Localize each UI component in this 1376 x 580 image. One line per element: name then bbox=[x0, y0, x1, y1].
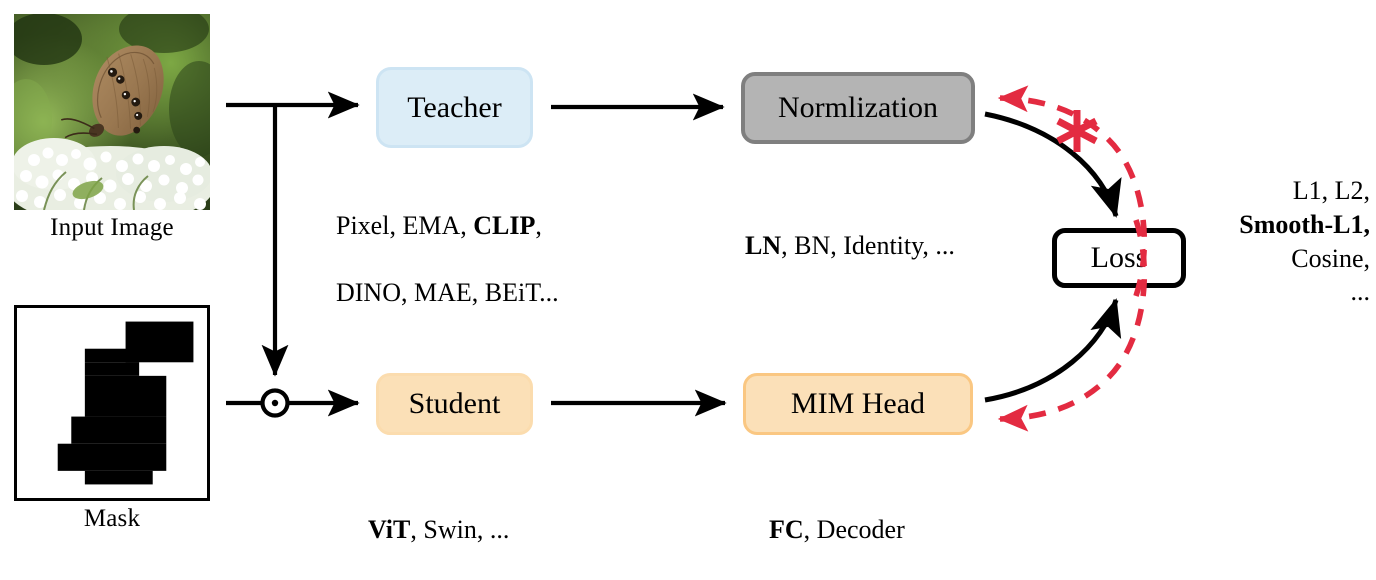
mim-opt-fc: FC bbox=[769, 515, 804, 545]
node-loss[interactable]: Loss bbox=[1052, 228, 1186, 288]
mask-caption: Mask bbox=[83, 505, 141, 532]
node-mim-head-label: MIM Head bbox=[790, 387, 926, 420]
loss-opt-line3: Cosine, bbox=[1291, 243, 1370, 273]
student-opt-vit: ViT bbox=[368, 515, 411, 545]
teacher-opt-line2: DINO, MAE, BEiT... bbox=[336, 277, 559, 307]
loss-opt-line2: Smooth-L1, bbox=[1239, 209, 1370, 239]
loss-opt-line1: L1, L2, bbox=[1292, 176, 1370, 205]
node-student-label: Student bbox=[408, 387, 501, 420]
norm-opt-rest: , BN, Identity, ... bbox=[781, 231, 955, 261]
stop-gradient-asterisk-icon bbox=[1056, 110, 1098, 152]
teacher-opt-pixel-ema: Pixel, EMA, bbox=[336, 211, 474, 241]
node-normalization[interactable]: Normlization bbox=[741, 72, 975, 144]
elementwise-product-icon bbox=[260, 388, 290, 418]
input-image-caption: Input Image bbox=[50, 214, 174, 241]
teacher-options-text: Pixel, EMA, CLIP, DINO, MAE, BEiT... bbox=[336, 176, 616, 342]
mim-opt-rest: , Decoder bbox=[803, 515, 905, 545]
mask-thumbnail bbox=[14, 305, 210, 501]
loss-opt-line4: ... bbox=[1350, 277, 1371, 307]
norm-opt-ln: LN bbox=[745, 231, 782, 261]
normalization-options-text: LN, BN, Identity, ... bbox=[745, 196, 1045, 296]
student-opt-rest: , Swin, ... bbox=[410, 515, 510, 545]
input-image-graphic bbox=[14, 14, 210, 210]
node-loss-label: Loss bbox=[1090, 241, 1148, 274]
teacher-opt-clip: CLIP bbox=[473, 211, 536, 241]
loss-options-text: L1, L2, Smooth-L1, Cosine, ... bbox=[1186, 174, 1370, 309]
mask-pattern-graphic bbox=[17, 308, 207, 498]
mim-head-options-text: FC, Decoder bbox=[769, 480, 1069, 580]
node-teacher[interactable]: Teacher bbox=[376, 67, 533, 148]
student-options-text: ViT, Swin, ... bbox=[368, 480, 668, 580]
node-student[interactable]: Student bbox=[376, 373, 533, 435]
node-teacher-label: Teacher bbox=[407, 90, 502, 124]
arrow-mim-head-to-loss bbox=[984, 298, 1122, 403]
node-normalization-label: Normlization bbox=[778, 91, 938, 124]
teacher-opt-comma: , bbox=[535, 211, 542, 241]
node-mim-head[interactable]: MIM Head bbox=[743, 373, 973, 435]
diagram-canvas: Input Image Mask Teacher Student Normliz… bbox=[14, 14, 1370, 545]
input-image-thumbnail bbox=[14, 14, 210, 210]
